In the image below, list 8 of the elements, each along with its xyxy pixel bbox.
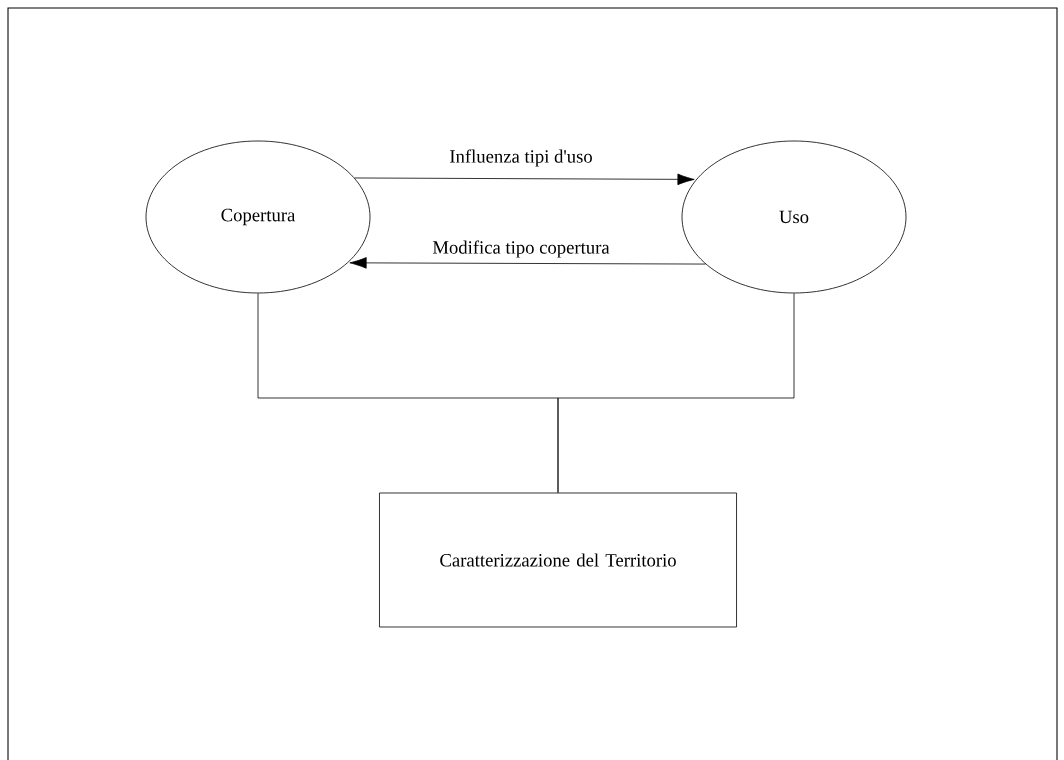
arrow <box>349 257 706 269</box>
connector-line <box>557 293 795 493</box>
process-box: Caratterizzazione del Territorio <box>379 492 737 628</box>
ellipse-node: Uso <box>681 140 907 294</box>
arrow <box>354 173 695 186</box>
edge-label: Influenza tipi d'uso <box>448 148 594 168</box>
ellipse-node: Copertura <box>145 140 371 294</box>
edge-label: Modifica tipo copertura <box>431 239 611 259</box>
